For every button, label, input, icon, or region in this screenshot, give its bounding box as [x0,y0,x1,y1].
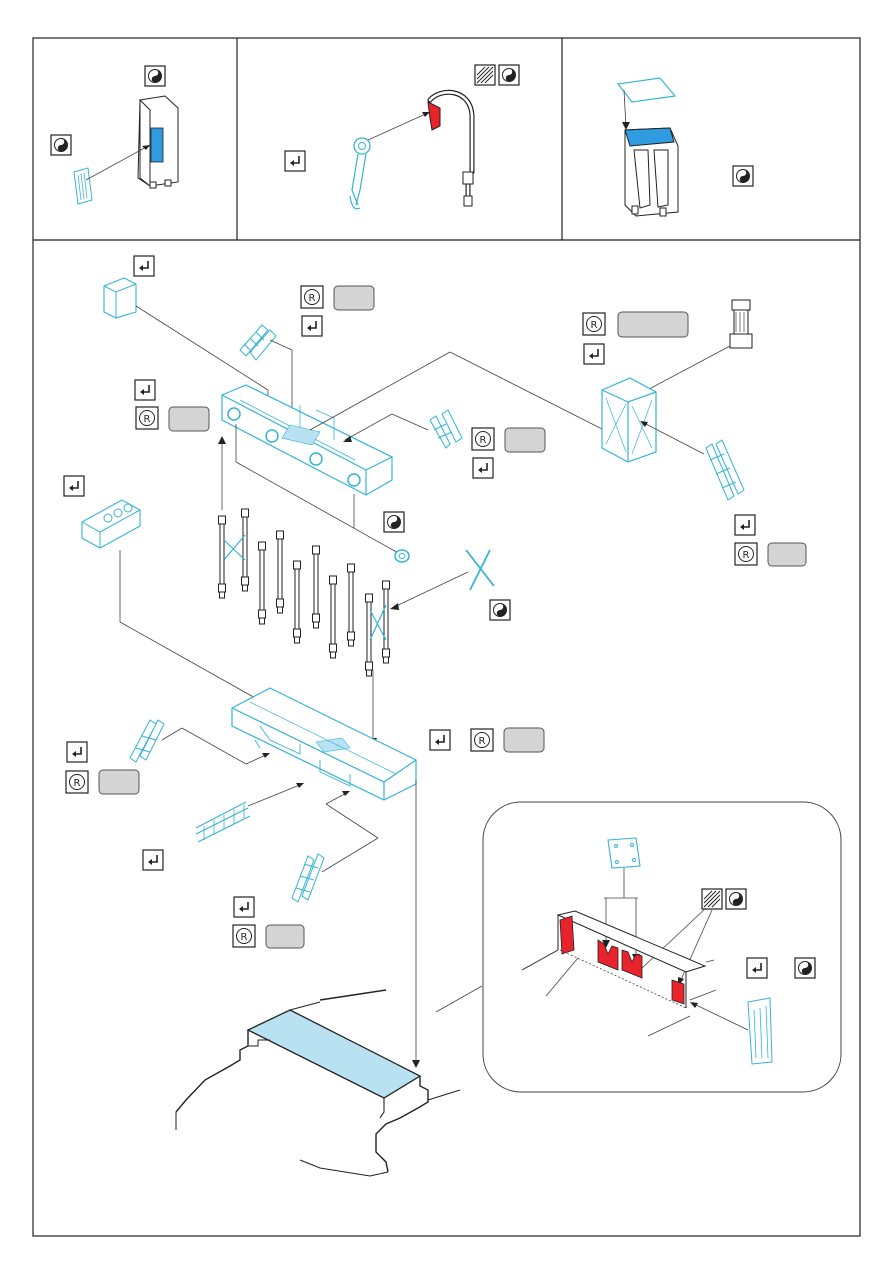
detail-inset [483,802,841,1092]
bend-icon [67,742,87,762]
washer-part [395,550,409,562]
bend-icon [302,316,322,336]
small-ladder-part [292,854,324,902]
paint-icon [726,889,746,909]
bend-icon [134,256,154,276]
lower-tray-part [232,688,416,800]
small-ladder-part [430,410,462,448]
panel-top-middle [285,65,519,209]
plate-part [608,838,640,868]
part-number-badge [768,543,806,566]
bend-icon [473,458,493,478]
crane-arm-part [428,92,473,206]
grille-part [74,168,92,204]
bend-icon [747,958,767,978]
paint-icon [795,958,815,978]
part-number-badge [504,728,544,752]
part-number-badge [618,312,688,337]
cabinet-part [138,96,178,188]
paint-icon [733,166,753,186]
texture-icon [475,65,495,85]
photoetch-ref-icon [472,428,494,450]
part-number-badge [334,286,374,310]
photoetch-ref-icon [735,543,757,565]
small-ladder-part [130,720,164,762]
small-ladder-part [240,325,276,360]
bend-icon [584,344,604,364]
part-number-badge [505,428,545,452]
small-ladder-part [706,440,744,500]
photoetch-ref-icon [136,407,158,429]
paint-icon [499,65,519,85]
photoetch-ref-icon [583,313,605,335]
block-part [104,278,136,318]
part-number-badge [99,770,139,794]
paint-icon [384,512,404,532]
grille-part [748,998,772,1064]
bend-icon [64,476,84,496]
hull-drawing [176,990,460,1176]
texture-icon [702,889,722,909]
bend-icon [135,380,155,400]
upper-tray-part [222,385,392,495]
panel-top-left [51,66,178,204]
part-number-badge [169,407,209,431]
paint-icon [51,135,71,155]
bend-icon [285,151,305,171]
lid-part [618,78,675,102]
hole-block-part [82,500,140,548]
bollard-part [730,300,752,348]
locker-part [625,128,678,216]
paint-icon [145,66,165,86]
part-number-badge [266,925,304,948]
bend-icon [735,515,755,535]
photoetch-ref-icon [233,925,255,947]
cross-brace-part [466,550,494,590]
rail-part [196,802,250,842]
photoetch-ref-icon [471,729,493,751]
paint-icon [490,600,510,620]
box-part [602,378,656,462]
photoetch-ref-icon [301,286,323,308]
panel-top-right [618,78,753,216]
bend-icon [430,730,450,750]
bend-icon [143,850,163,870]
hook-part [350,138,370,209]
photoetch-ref-icon [66,771,88,793]
bend-icon [234,897,254,917]
